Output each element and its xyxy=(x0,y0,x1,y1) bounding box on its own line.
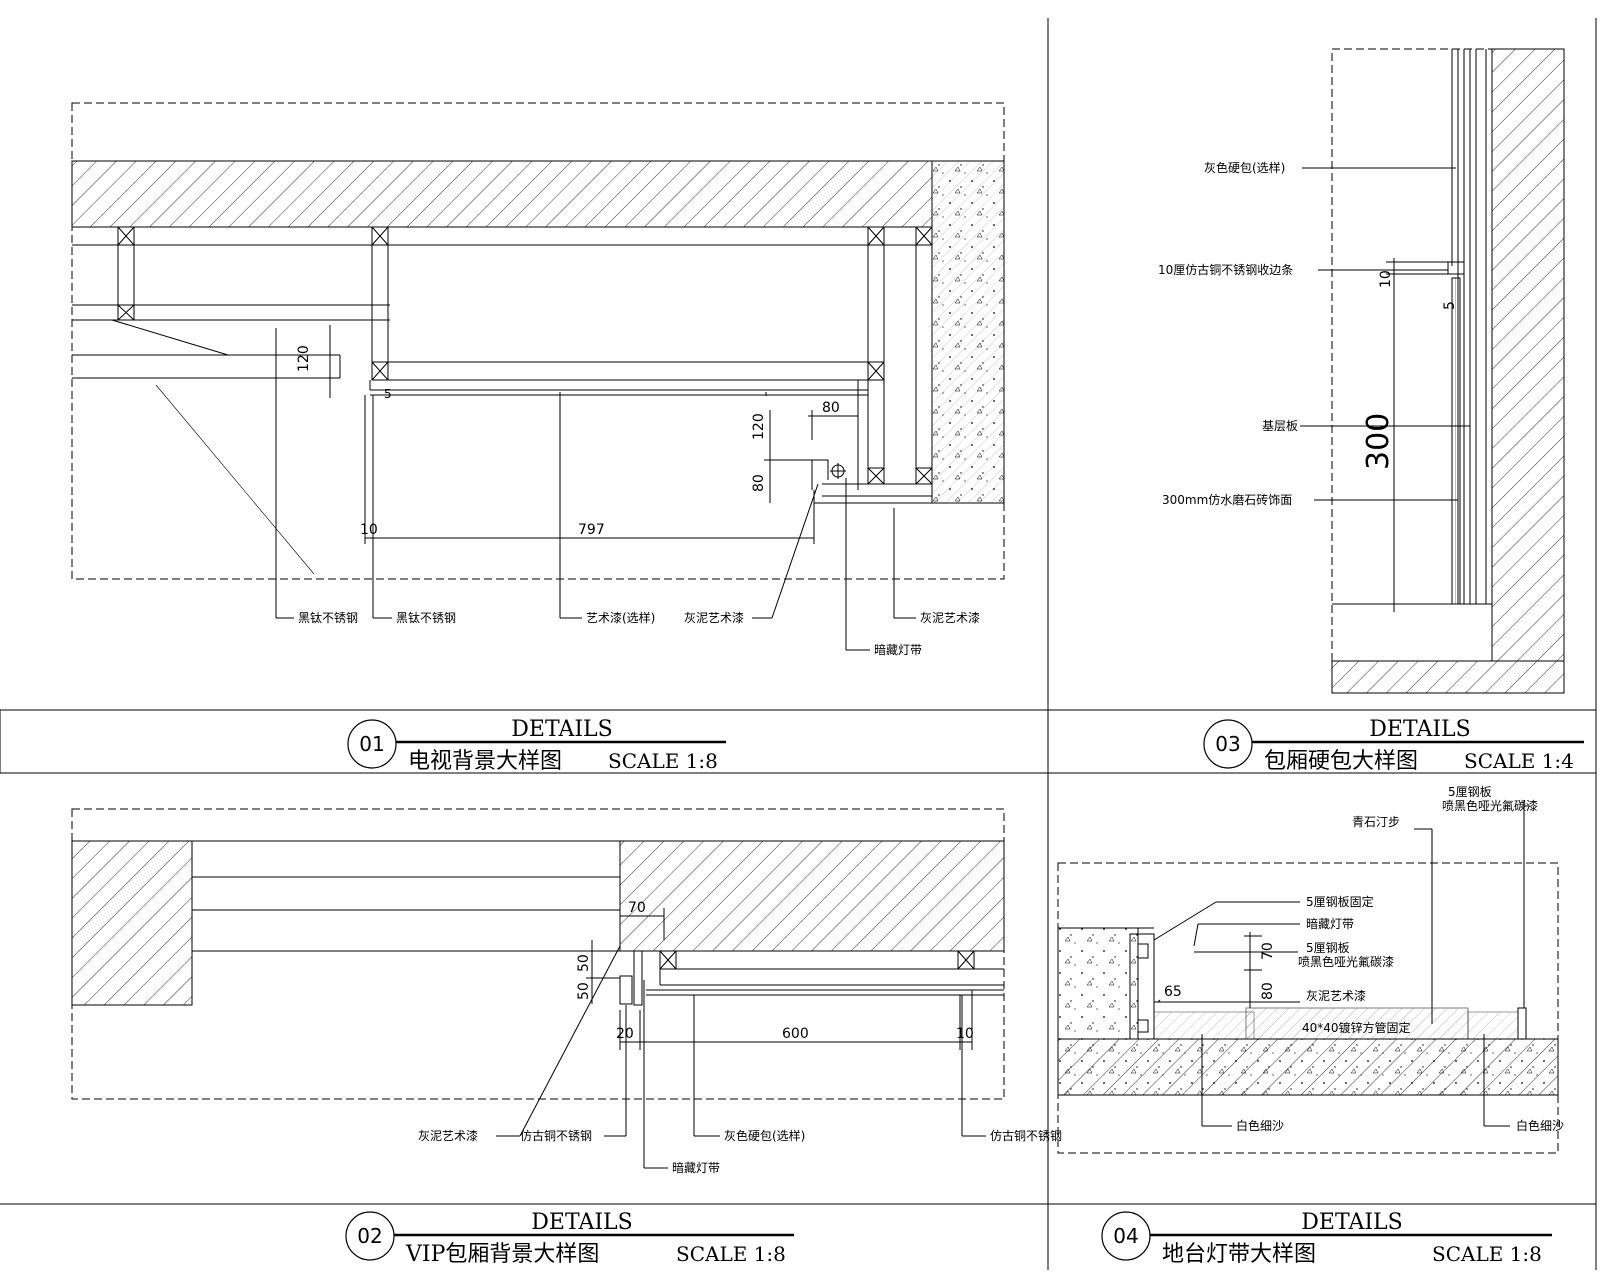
detail-02-annotations: 70 50 50 20 600 10 灰泥艺术漆 仿古铜不锈钢 灰色硬包(选样)… xyxy=(418,900,1062,1175)
material-label: 40*40镀锌方管固定 xyxy=(1302,1020,1411,1035)
material-label: 暗藏灯带 xyxy=(672,1160,720,1175)
dim-label: 70 xyxy=(1260,942,1276,960)
dim-label: 80 xyxy=(1260,982,1276,1000)
detail-01-annotations: 120 10 797 80 120 80 5 黑钛不锈钢 黑钛不锈钢 艺术漆(选… xyxy=(296,345,980,657)
panel-heading: DETAILS xyxy=(511,717,612,742)
title-block-02: 02 DETAILS VIP包厢背景大样图 SCALE 1:8 xyxy=(345,1210,794,1267)
dim-label: 20 xyxy=(616,1026,634,1042)
detail-03-annotations: 10 5 300 灰色硬包(选样) 10厘仿古铜不锈钢收边条 基层板 300mm… xyxy=(1158,160,1458,507)
material-label: 300mm仿水磨石砖饰面 xyxy=(1162,492,1292,507)
panel-heading: DETAILS xyxy=(1369,717,1470,742)
dim-label: 5 xyxy=(1442,301,1458,310)
material-label: 黑钛不锈钢 xyxy=(298,610,358,625)
detail-04-annotations: 70 65 80 5厘钢板 喷黑色哑光氟碳漆 青石汀步 5厘钢板固定 暗藏灯带 … xyxy=(1164,785,1564,1133)
material-label: 暗藏灯带 xyxy=(1306,916,1354,931)
dim-label: 5 xyxy=(384,387,392,401)
material-label: 基层板 xyxy=(1262,419,1298,433)
panel-scale: SCALE 1:8 xyxy=(1432,1242,1542,1266)
panel-scale: SCALE 1:8 xyxy=(676,1242,786,1266)
sheet-frame xyxy=(0,18,1597,1270)
material-label: 5厘钢板 xyxy=(1448,785,1492,799)
material-label: 灰泥艺术漆 xyxy=(1306,989,1366,1003)
material-label: 白色细沙 xyxy=(1516,1118,1564,1133)
material-label: 5厘钢板 xyxy=(1306,941,1350,955)
material-label: 青石汀步 xyxy=(1352,815,1400,829)
detail-02-drawing xyxy=(71,808,1005,1169)
material-label: 喷黑色哑光氟碳漆 xyxy=(1298,955,1394,969)
dim-label: 70 xyxy=(628,900,646,916)
dim-label: 50 xyxy=(576,982,592,1000)
material-label: 灰色硬包(选样) xyxy=(1204,160,1285,175)
material-label: 灰泥艺术漆 xyxy=(418,1129,478,1143)
title-block-03: 03 DETAILS 包厢硬包大样图 SCALE 1:4 xyxy=(1203,717,1584,774)
detail-04-drawing xyxy=(1057,800,1559,1154)
timber-block xyxy=(117,226,933,485)
panel-number: 03 xyxy=(1215,732,1240,756)
dim-label: 80 xyxy=(751,474,767,492)
dim-label: 120 xyxy=(751,413,767,440)
dim-label: 80 xyxy=(822,400,840,416)
panel-title: VIP包厢背景大样图 xyxy=(405,1242,599,1267)
dim-label: 65 xyxy=(1164,984,1182,1000)
material-label: 黑钛不锈钢 xyxy=(396,610,456,625)
detail-01-drawing xyxy=(71,102,1005,651)
panel-scale: SCALE 1:4 xyxy=(1464,749,1574,773)
material-label: 白色细沙 xyxy=(1236,1118,1284,1133)
panel-heading: DETAILS xyxy=(1301,1210,1402,1235)
material-label: 仿古铜不锈钢 xyxy=(520,1128,592,1143)
panel-number: 01 xyxy=(359,732,384,756)
panel-number: 04 xyxy=(1113,1224,1138,1248)
material-label: 艺术漆(选样) xyxy=(586,610,655,625)
panel-heading: DETAILS xyxy=(531,1210,632,1235)
detail-03-drawing xyxy=(1300,48,1565,694)
dim-label: 797 xyxy=(578,522,605,538)
panel-scale: SCALE 1:8 xyxy=(608,749,718,773)
dim-label: 10 xyxy=(360,522,378,538)
dim-label: 300 xyxy=(1361,413,1396,470)
material-label: 仿古铜不锈钢 xyxy=(990,1128,1062,1143)
material-label: 暗藏灯带 xyxy=(874,642,922,657)
panel-title: 包厢硬包大样图 xyxy=(1264,749,1418,774)
dim-label: 50 xyxy=(576,954,592,972)
panel-title: 电视背景大样图 xyxy=(408,749,562,774)
dim-label: 10 xyxy=(956,1026,974,1042)
panel-number: 02 xyxy=(357,1224,382,1248)
dim-label: 600 xyxy=(782,1026,809,1042)
material-label: 灰泥艺术漆 xyxy=(684,611,744,625)
material-label: 喷黑色哑光氟碳漆 xyxy=(1442,799,1538,813)
panel-title: 地台灯带大样图 xyxy=(1162,1242,1316,1267)
material-label: 灰泥艺术漆 xyxy=(920,611,980,625)
dim-label: 10 xyxy=(1378,270,1394,288)
title-block-01: 01 DETAILS 电视背景大样图 SCALE 1:8 xyxy=(347,717,726,774)
material-label: 5厘钢板固定 xyxy=(1306,894,1374,909)
material-label: 灰色硬包(选样) xyxy=(724,1128,805,1143)
material-label: 10厘仿古铜不锈钢收边条 xyxy=(1158,262,1293,277)
dim-label: 120 xyxy=(296,345,312,372)
title-block-04: 04 DETAILS 地台灯带大样图 SCALE 1:8 xyxy=(1101,1210,1552,1267)
